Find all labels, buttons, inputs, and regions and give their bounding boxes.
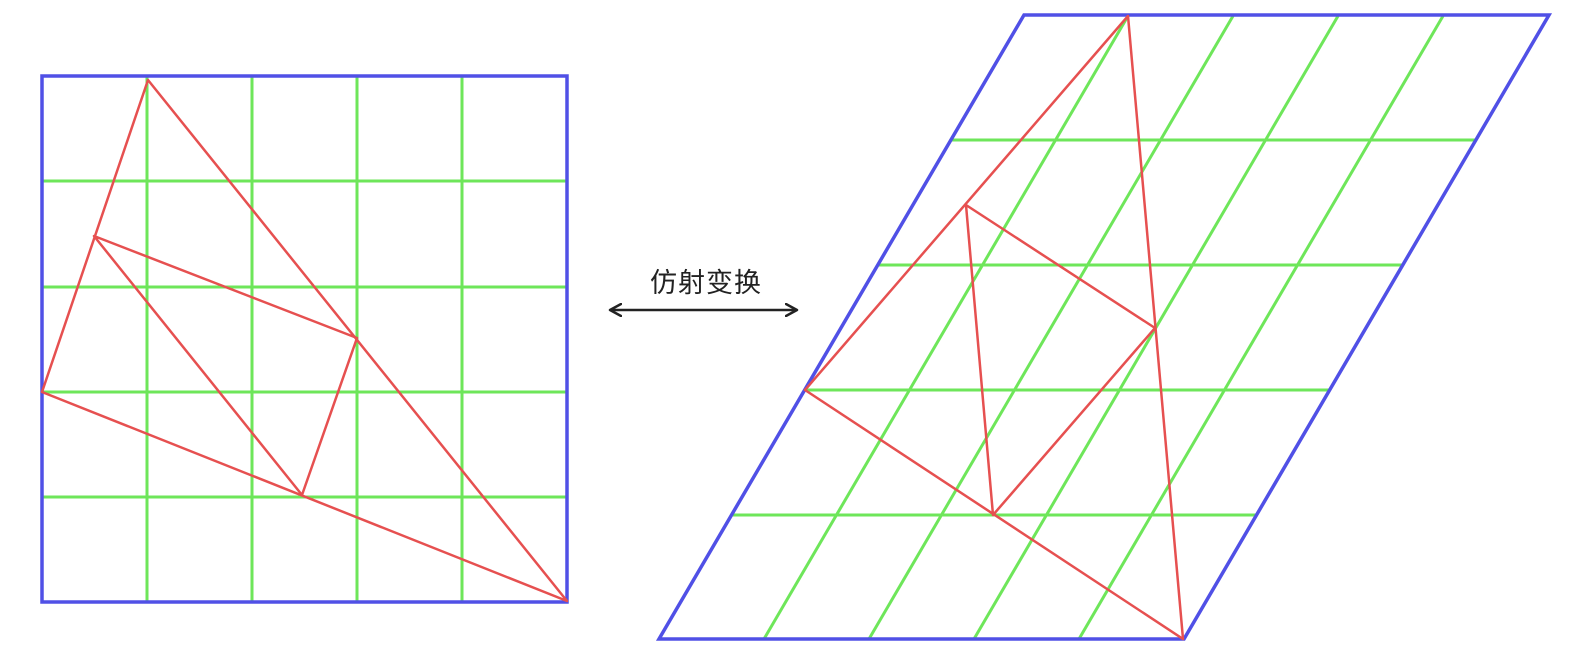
right-inner-triangle (964, 203, 1157, 517)
right-grid-slant-line (867, 15, 1235, 640)
left-panel (40, 74, 569, 604)
transform-indicator: 仿射变换 (611, 268, 796, 310)
right-border (655, 13, 1553, 641)
right-outer-triangle (803, 14, 1185, 641)
left-inner-quad (92, 234, 359, 497)
right-grid (732, 15, 1475, 640)
left-border (40, 74, 569, 604)
right-grid-slant-line (1077, 15, 1445, 640)
right-grid-slant-line (762, 15, 1130, 640)
right-shapes (803, 14, 1185, 641)
left-outer-triangle (40, 78, 569, 603)
left-shapes (40, 78, 569, 603)
left-grid (42, 76, 567, 602)
transform-label: 仿射变换 (650, 268, 762, 299)
right-panel (655, 13, 1553, 641)
